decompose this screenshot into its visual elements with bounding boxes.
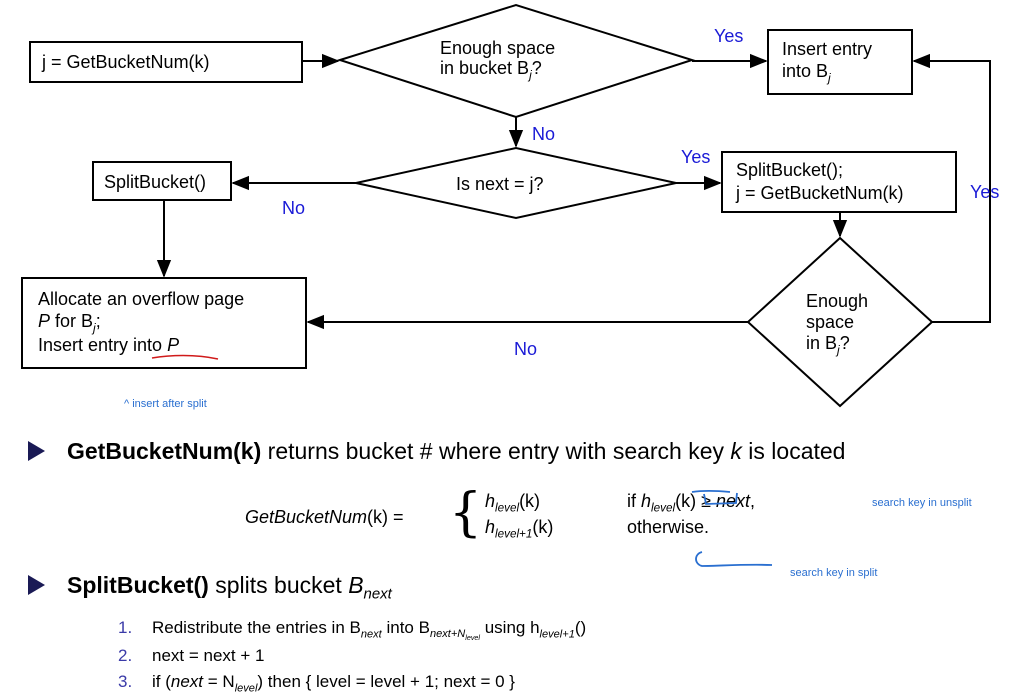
step-3: 3.if (next = Nlevel) then { level = leve… bbox=[118, 672, 515, 695]
label-no-bottom: No bbox=[514, 339, 537, 359]
split-text: splits bucket bbox=[208, 572, 349, 598]
split-bucket-left-label: SplitBucket() bbox=[104, 172, 206, 192]
handwritten-note: ^ insert after split bbox=[124, 398, 207, 410]
get-bucket-label: j = GetBucketNum(k) bbox=[41, 52, 210, 72]
case1-value: hlevel(k) bbox=[485, 491, 541, 515]
case1-condition: if hlevel(k) ≥ next, bbox=[627, 491, 755, 515]
getbucket-title: GetBucketNum(k) bbox=[67, 438, 262, 464]
split-b: B bbox=[348, 572, 364, 598]
flowchart: j = GetBucketNum(k) Enough space in buck… bbox=[21, 3, 999, 410]
enough-space2-line2: space bbox=[806, 312, 854, 332]
insert-entry-line1: Insert entry bbox=[782, 39, 872, 59]
label-yes-mid: Yes bbox=[681, 147, 710, 167]
bullet-triangle-icon bbox=[28, 575, 45, 595]
bullet-triangle-icon bbox=[28, 441, 45, 461]
is-next-label: Is next = j? bbox=[456, 174, 544, 194]
handwritten-marks bbox=[691, 489, 773, 567]
bullet-getbucketnum: GetBucketNum(k) returns bucket # where e… bbox=[28, 438, 845, 465]
insert-entry-box bbox=[767, 29, 913, 95]
getbucket-text: returns bucket # where entry with search… bbox=[261, 438, 731, 464]
insert-entry-line2: into Bj bbox=[782, 61, 831, 85]
red-underline-mark bbox=[151, 354, 219, 360]
bullet-section: GetBucketNum(k) returns bucket # where e… bbox=[0, 420, 1028, 695]
overflow-box bbox=[21, 277, 307, 369]
getbucket-k: k bbox=[730, 438, 742, 464]
bullet-splitbucket: SplitBucket() splits bucket Bnext bbox=[28, 572, 392, 603]
split-sub: next bbox=[363, 585, 392, 603]
case2-condition: otherwise. bbox=[627, 517, 710, 537]
overflow-line2: P for Bj; bbox=[38, 311, 101, 335]
split-bucket-right-line1: SplitBucket(); bbox=[736, 160, 843, 180]
case2-value: hlevel+1(k) bbox=[485, 517, 554, 541]
enough-space2-line1: Enough bbox=[806, 291, 868, 311]
note-unsplit: search key in unsplit bbox=[872, 497, 972, 509]
label-no-mid: No bbox=[532, 124, 555, 144]
overflow-line3: Insert entry into P bbox=[38, 335, 179, 355]
label-no-left: No bbox=[282, 198, 305, 218]
split-bucket-left-box bbox=[92, 161, 232, 201]
label-yes-top: Yes bbox=[714, 26, 743, 46]
step-1: 1.Redistribute the entries in Bnext into… bbox=[118, 618, 587, 643]
enough-space2-line3: in Bj? bbox=[806, 333, 850, 357]
step-2: 2.next = next + 1 bbox=[118, 646, 265, 665]
enough-space-line2: in bucket Bj? bbox=[440, 58, 542, 82]
split-title: SplitBucket() bbox=[67, 572, 209, 598]
formula-brace: { bbox=[449, 483, 483, 543]
note-split: search key in split bbox=[790, 567, 878, 579]
arrow-diamond2-to-insert bbox=[912, 53, 991, 323]
split-bucket-right-line2: j = GetBucketNum(k) bbox=[735, 183, 904, 203]
formula-lhs: GetBucketNum(k) = bbox=[245, 507, 404, 527]
enough-space-line1: Enough space bbox=[440, 38, 555, 58]
getbucket-tail: is located bbox=[741, 438, 846, 464]
label-yes-right: Yes bbox=[970, 182, 999, 202]
overflow-line1: Allocate an overflow page bbox=[38, 289, 244, 309]
